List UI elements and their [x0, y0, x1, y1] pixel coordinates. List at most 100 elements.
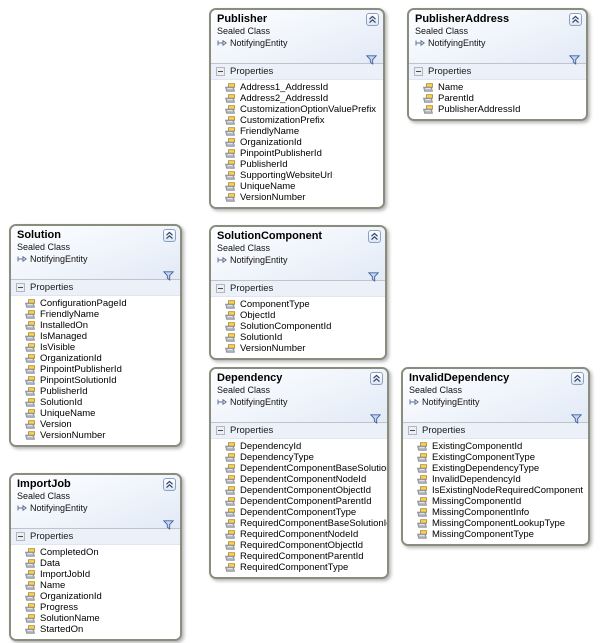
property-row[interactable]: RequiredComponentType: [211, 562, 387, 573]
property-row[interactable]: Name: [11, 580, 180, 591]
collapse-section-minus-icon[interactable]: [16, 283, 25, 292]
collapse-section-minus-icon[interactable]: [408, 426, 417, 435]
properties-section-header[interactable]: Properties: [11, 279, 180, 296]
class-header[interactable]: ImportJob Sealed Class NotifyingEntity: [11, 475, 180, 530]
chevron-double-up-icon[interactable]: [368, 230, 381, 243]
class-header[interactable]: InvalidDependency Sealed Class Notifying…: [403, 369, 588, 424]
property-row[interactable]: IsVisible: [11, 342, 180, 353]
property-row[interactable]: PinpointSolutionId: [11, 375, 180, 386]
property-row[interactable]: Address2_AddressId: [211, 93, 383, 104]
property-row[interactable]: CustomizationOptionValuePrefix: [211, 104, 383, 115]
property-row[interactable]: DependentComponentObjectId: [211, 485, 387, 496]
property-row[interactable]: VersionNumber: [211, 343, 385, 354]
property-row[interactable]: MissingComponentInfo: [403, 507, 588, 518]
chevron-double-up-icon[interactable]: [163, 229, 176, 242]
class-box-import-job[interactable]: ImportJob Sealed Class NotifyingEntity: [9, 473, 182, 641]
property-row[interactable]: VersionNumber: [211, 192, 383, 203]
property-row[interactable]: IsManaged: [11, 331, 180, 342]
class-header[interactable]: Publisher Sealed Class NotifyingEntity: [211, 10, 383, 65]
class-box-invalid-dependency[interactable]: InvalidDependency Sealed Class Notifying…: [401, 367, 590, 546]
property-row[interactable]: ExistingComponentType: [403, 452, 588, 463]
properties-section-header[interactable]: Properties: [409, 63, 586, 80]
property-row[interactable]: Progress: [11, 602, 180, 613]
class-header[interactable]: SolutionComponent Sealed Class Notifying…: [211, 227, 385, 282]
property-row[interactable]: SupportingWebsiteUrl: [211, 170, 383, 181]
properties-section-header[interactable]: Properties: [211, 63, 383, 80]
property-row[interactable]: StartedOn: [11, 624, 180, 635]
property-row[interactable]: OrganizationId: [11, 591, 180, 602]
property-row[interactable]: SolutionName: [11, 613, 180, 624]
property-row[interactable]: RequiredComponentBaseSolutionId: [211, 518, 387, 529]
collapse-section-minus-icon[interactable]: [216, 67, 225, 76]
class-box-publisher[interactable]: Publisher Sealed Class NotifyingEntity: [209, 8, 385, 209]
property-row[interactable]: SolutionComponentId: [211, 321, 385, 332]
property-row[interactable]: UniqueName: [211, 181, 383, 192]
property-row[interactable]: PinpointPublisherId: [211, 148, 383, 159]
chevron-double-up-icon[interactable]: [571, 372, 584, 385]
collapse-section-minus-icon[interactable]: [216, 284, 225, 293]
property-row[interactable]: OrganizationId: [11, 353, 180, 364]
property-row[interactable]: Address1_AddressId: [211, 82, 383, 93]
property-row[interactable]: ObjectId: [211, 310, 385, 321]
property-row[interactable]: ComponentType: [211, 299, 385, 310]
property-row[interactable]: CompletedOn: [11, 547, 180, 558]
class-header[interactable]: Dependency Sealed Class NotifyingEntity: [211, 369, 387, 424]
collapse-section-minus-icon[interactable]: [216, 426, 225, 435]
chevron-double-up-icon[interactable]: [370, 372, 383, 385]
property-row[interactable]: RequiredComponentNodeId: [211, 529, 387, 540]
property-row[interactable]: DependentComponentNodeId: [211, 474, 387, 485]
filter-icon[interactable]: [367, 269, 380, 282]
filter-icon[interactable]: [369, 411, 382, 424]
property-row[interactable]: FriendlyName: [11, 309, 180, 320]
chevron-double-up-icon[interactable]: [163, 478, 176, 491]
property-row[interactable]: DependentComponentType: [211, 507, 387, 518]
collapse-section-minus-icon[interactable]: [414, 67, 423, 76]
property-row[interactable]: DependencyType: [211, 452, 387, 463]
property-row[interactable]: ExistingComponentId: [403, 441, 588, 452]
class-box-solution[interactable]: Solution Sealed Class NotifyingEntity: [9, 224, 182, 447]
property-row[interactable]: FriendlyName: [211, 126, 383, 137]
properties-section-header[interactable]: Properties: [403, 422, 588, 439]
property-row[interactable]: Version: [11, 419, 180, 430]
property-row[interactable]: MissingComponentLookupType: [403, 518, 588, 529]
properties-section-header[interactable]: Properties: [11, 528, 180, 545]
filter-icon[interactable]: [568, 52, 581, 65]
filter-icon[interactable]: [162, 268, 175, 281]
filter-icon[interactable]: [570, 411, 583, 424]
property-row[interactable]: DependentComponentParentId: [211, 496, 387, 507]
property-row[interactable]: PublisherId: [211, 159, 383, 170]
property-row[interactable]: IsExistingNodeRequiredComponent: [403, 485, 588, 496]
property-row[interactable]: InstalledOn: [11, 320, 180, 331]
property-row[interactable]: CustomizationPrefix: [211, 115, 383, 126]
property-row[interactable]: RequiredComponentParentId: [211, 551, 387, 562]
property-row[interactable]: MissingComponentType: [403, 529, 588, 540]
class-box-dependency[interactable]: Dependency Sealed Class NotifyingEntity: [209, 367, 389, 579]
property-row[interactable]: DependentComponentBaseSolutionId: [211, 463, 387, 474]
properties-section-header[interactable]: Properties: [211, 280, 385, 297]
collapse-section-minus-icon[interactable]: [16, 532, 25, 541]
property-row[interactable]: MissingComponentId: [403, 496, 588, 507]
property-row[interactable]: PublisherId: [11, 386, 180, 397]
property-row[interactable]: OrganizationId: [211, 137, 383, 148]
property-row[interactable]: PublisherAddressId: [409, 104, 586, 115]
class-box-solution-component[interactable]: SolutionComponent Sealed Class Notifying…: [209, 225, 387, 360]
chevron-double-up-icon[interactable]: [569, 13, 582, 26]
filter-icon[interactable]: [162, 517, 175, 530]
property-row[interactable]: Name: [409, 82, 586, 93]
property-row[interactable]: ImportJobId: [11, 569, 180, 580]
property-row[interactable]: ConfigurationPageId: [11, 298, 180, 309]
property-row[interactable]: ExistingDependencyType: [403, 463, 588, 474]
chevron-double-up-icon[interactable]: [366, 13, 379, 26]
class-box-publisher-address[interactable]: PublisherAddress Sealed Class NotifyingE…: [407, 8, 588, 121]
property-row[interactable]: PinpointPublisherId: [11, 364, 180, 375]
property-row[interactable]: Data: [11, 558, 180, 569]
property-row[interactable]: RequiredComponentObjectId: [211, 540, 387, 551]
property-row[interactable]: ParentId: [409, 93, 586, 104]
property-row[interactable]: UniqueName: [11, 408, 180, 419]
property-row[interactable]: DependencyId: [211, 441, 387, 452]
filter-icon[interactable]: [365, 52, 378, 65]
properties-section-header[interactable]: Properties: [211, 422, 387, 439]
property-row[interactable]: SolutionId: [11, 397, 180, 408]
class-header[interactable]: PublisherAddress Sealed Class NotifyingE…: [409, 10, 586, 65]
property-row[interactable]: SolutionId: [211, 332, 385, 343]
